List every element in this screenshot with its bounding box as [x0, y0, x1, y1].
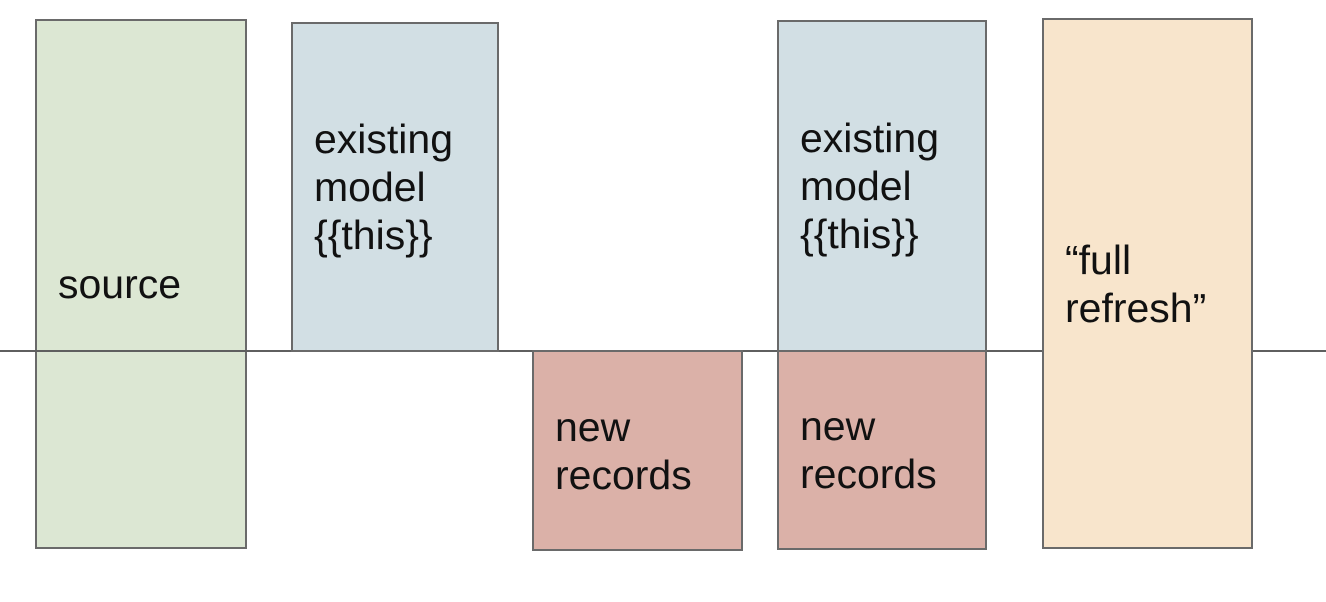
box-new-records-2-label: new records — [800, 403, 937, 497]
box-existing-model-1: existing model {{this}} — [291, 22, 499, 352]
box-existing-model-2-label: existing model {{this}} — [800, 115, 940, 257]
box-full-refresh: “full refresh” — [1042, 18, 1253, 549]
box-new-records-2: new records — [777, 350, 987, 550]
box-source: source — [35, 19, 247, 549]
box-new-records-1-label: new records — [555, 403, 692, 498]
box-existing-model-2: existing model {{this}} — [777, 20, 987, 352]
box-existing-model-1-label: existing model {{this}} — [314, 116, 454, 258]
box-new-records-1: new records — [532, 350, 743, 551]
box-full-refresh-label: “full refresh” — [1065, 236, 1207, 331]
box-source-label: source — [58, 261, 182, 307]
